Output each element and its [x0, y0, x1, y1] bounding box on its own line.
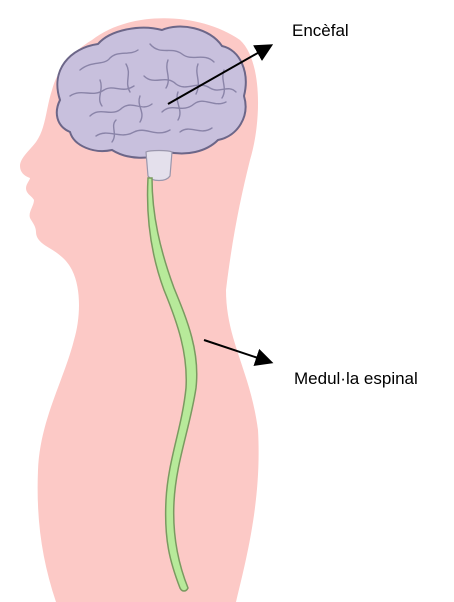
spinal-cord-label: Medul·la espinal — [294, 370, 418, 387]
encephalon-label: Encèfal — [292, 22, 349, 39]
brain — [57, 27, 246, 158]
brainstem — [146, 151, 172, 181]
